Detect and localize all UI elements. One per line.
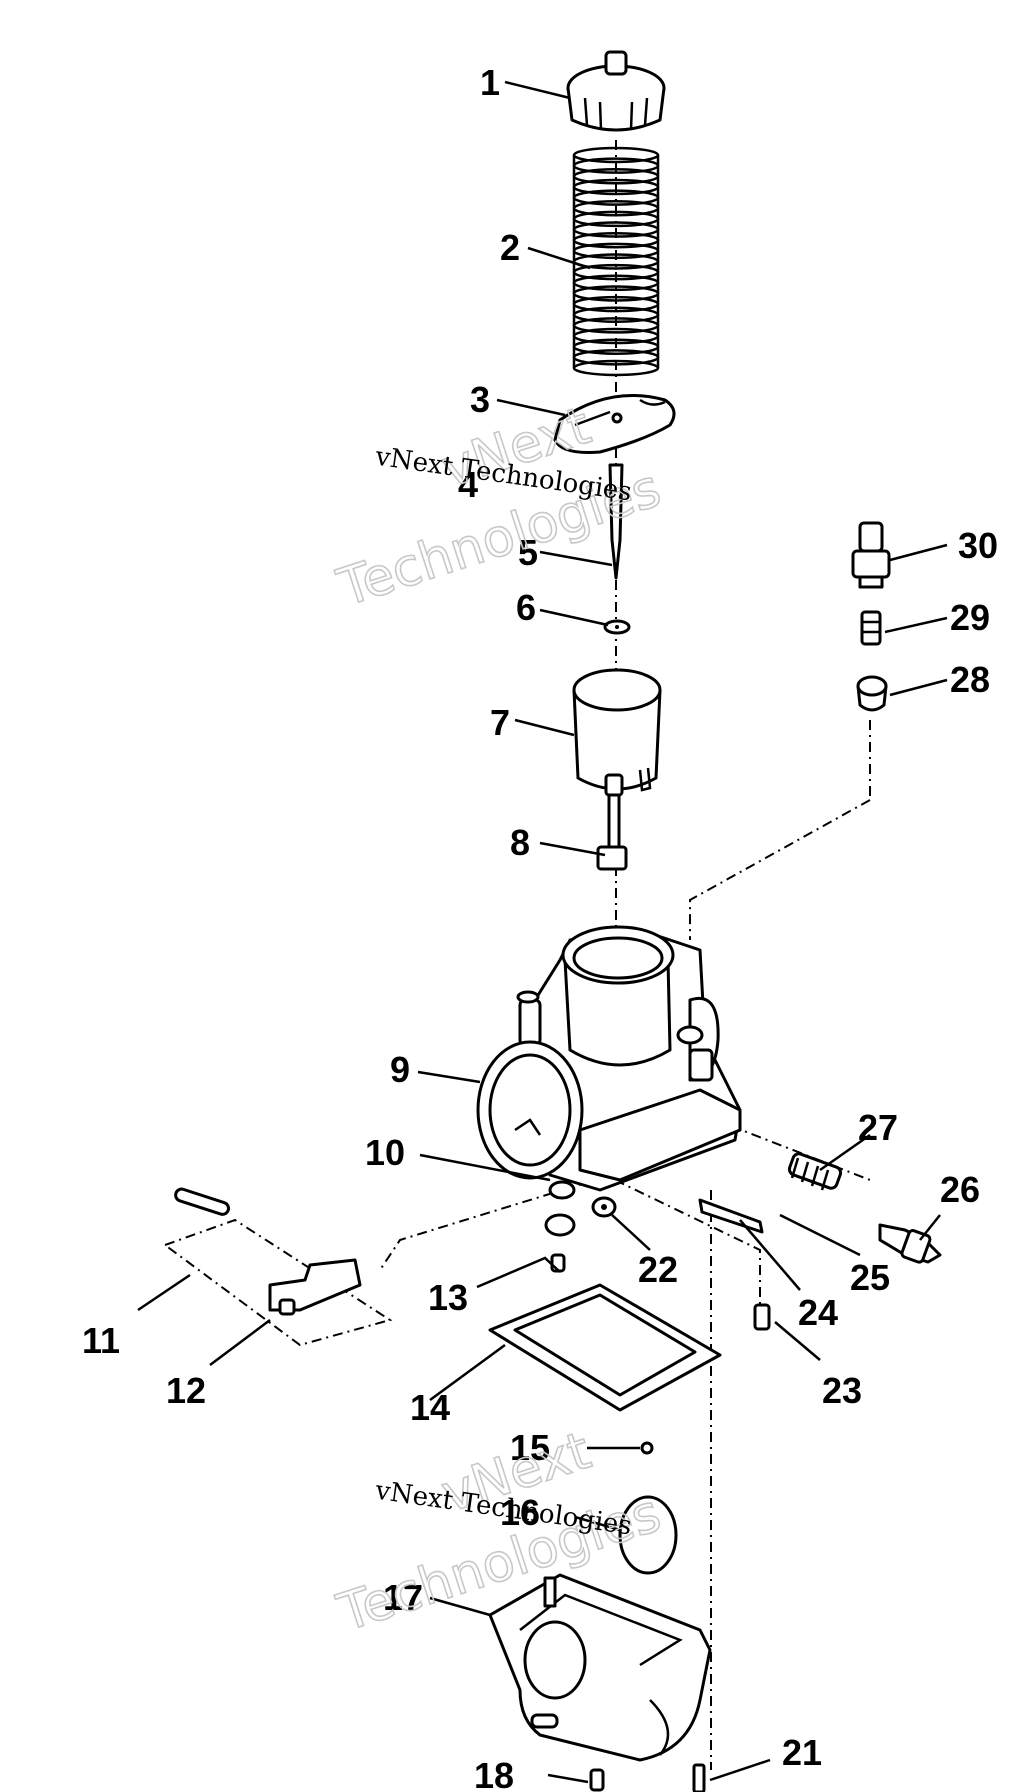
callout-3: 3: [470, 379, 490, 420]
callout-4: 4: [458, 464, 478, 505]
callout-23: 23: [822, 1370, 862, 1411]
callout-29: 29: [950, 597, 990, 638]
callout-8: 8: [510, 822, 530, 863]
callout-7: 7: [490, 702, 510, 743]
part-24-pilot-jet: [698, 1198, 764, 1234]
leader-lines: [137, 80, 948, 1784]
callout-21: 21: [782, 1732, 822, 1773]
part-12-float-arm: [268, 1258, 362, 1316]
callout-14: 14: [410, 1387, 450, 1428]
part-28-cable-end: [856, 675, 888, 712]
callout-18: 18: [474, 1755, 514, 1792]
callout-24: 24: [798, 1292, 838, 1333]
callout-25: 25: [850, 1257, 890, 1298]
callout-22: 22: [638, 1249, 678, 1290]
part-18-drain-screw: [589, 1768, 605, 1792]
part-9-carburetor-body: [476, 925, 742, 1192]
part-23-plug: [753, 1303, 771, 1331]
callout-labels: 1 2 3 4 5 6 7 8 9 10 11 12 13 14 15 16 1…: [82, 62, 998, 1792]
part-6-washer: [603, 619, 631, 635]
callout-11: 11: [82, 1320, 120, 1361]
part-11-pin: [174, 1187, 231, 1216]
callout-27: 27: [858, 1107, 898, 1148]
part-14-gasket: [488, 1283, 722, 1412]
part-1-cap: [566, 50, 666, 132]
part-21-tube: [692, 1763, 706, 1792]
callout-28: 28: [950, 659, 990, 700]
part-25-26-idle-screw: [878, 1223, 942, 1264]
part-8-pilot-screw: [596, 773, 628, 871]
callout-12: 12: [166, 1370, 206, 1411]
callout-10: 10: [365, 1132, 405, 1173]
callout-13: 13: [428, 1277, 468, 1318]
part-2-spring: [572, 146, 660, 377]
part-16-float: [618, 1495, 678, 1575]
part-5-jet-needle: [608, 463, 624, 580]
callout-1: 1: [480, 62, 500, 103]
callout-6: 6: [516, 587, 536, 628]
callout-30: 30: [958, 525, 998, 566]
part-17-float-bowl: [488, 1573, 712, 1762]
part-15-ball: [640, 1441, 654, 1455]
callout-2: 2: [500, 227, 520, 268]
part-29-locknut: [860, 610, 882, 646]
callout-15: 15: [510, 1427, 550, 1468]
callout-5: 5: [518, 532, 538, 573]
part-22-main-jet: [591, 1196, 617, 1218]
part-3-retainer-plate: [553, 394, 676, 454]
part-13-needle-valve: [544, 1180, 576, 1273]
part-27-spring: [787, 1152, 843, 1191]
callout-17: 17: [383, 1577, 423, 1618]
part-7-throttle-slide: [572, 668, 662, 792]
callout-16: 16: [500, 1492, 540, 1533]
callout-9: 9: [390, 1049, 410, 1090]
part-30-cable-adjuster: [851, 521, 891, 589]
callout-26: 26: [940, 1169, 980, 1210]
